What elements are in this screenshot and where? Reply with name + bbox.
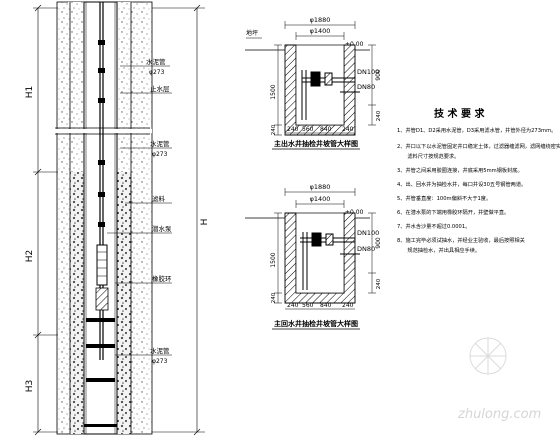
label-h3: H3 — [25, 380, 35, 393]
gravel-filter-right — [117, 172, 131, 434]
label-h: H — [200, 219, 210, 226]
callout-leaders — [107, 65, 172, 356]
detail-top-dim-900: 900 — [375, 69, 382, 81]
detail-bottom: φ1880 φ1400 ±0.00 DN100 DN80 1500 240 90… — [245, 183, 382, 330]
detail-bottom-dim-900: 900 — [375, 237, 382, 249]
detail-bottom-dim-bottom-3: 240 — [342, 302, 354, 309]
callout-seal: 止水层 — [150, 84, 170, 93]
detail-bottom-pipe-2: DN80 — [357, 245, 375, 253]
label-h2: H2 — [25, 250, 35, 263]
gravel-filter-left — [70, 172, 84, 434]
detail-bottom-dim-inner: φ1400 — [310, 195, 331, 203]
dimension-chain-left — [33, 4, 58, 436]
tech-item-7: 7、井水含沙量不超过0.0001。 — [397, 222, 470, 230]
label-h1: H1 — [25, 86, 35, 99]
callout-pipe-mid: 水泥管 — [150, 139, 170, 148]
callout-pipe-top: 水泥管 — [146, 57, 166, 66]
submersible-pump — [96, 244, 108, 286]
callout-filter: 滤料 — [152, 194, 166, 203]
detail-bottom-dim-240-side: 240 — [271, 292, 277, 303]
dimension-h-right — [152, 4, 205, 436]
detail-top-pavement: 地坪 — [246, 29, 258, 37]
detail-bottom-caption: 主回水井抽检井坡管大样图 — [274, 319, 358, 328]
callout-rubber: 橡胶环 — [152, 274, 172, 283]
detail-top-dim-bottom-3: 240 — [342, 126, 354, 133]
tech-item-8: 8、施工完毕必须试抽水，并经业主验收，最后按照相关 — [397, 236, 525, 244]
detail-top-pipes — [301, 70, 360, 120]
tech-item-0: 1、井管D1、D2采用水泥管，D3采用滤水管，井管外径为273mm。 — [397, 126, 556, 134]
detail-top-dim-inner: φ1400 — [310, 27, 331, 35]
detail-bottom-dim-outer: φ1880 — [310, 183, 331, 191]
detail-top-dim-bottom-2: 840 — [320, 126, 332, 133]
watermark-text: zhulong.com — [457, 407, 541, 422]
detail-top-pipe-2: DN80 — [357, 83, 375, 91]
tech-title: 技 术 要 求 — [434, 107, 485, 120]
rubber-rings — [86, 318, 115, 382]
watermark: zhulong.com — [457, 337, 541, 422]
tech-item-9: 规范抽检水，并出具相应手续。 — [397, 246, 480, 254]
tech-item-5: 5、井管垂直度：100m偏斜不大于1度。 — [397, 194, 491, 202]
detail-bottom-dim-1500: 1500 — [270, 252, 277, 267]
detail-bottom-dim-bottom-1: 560 — [302, 302, 314, 309]
tech-item-3: 3、井管之间采用胶圈连接，井底采用5mm钢板封底。 — [397, 166, 523, 174]
detail-bottom-elev: ±0.00 — [345, 209, 364, 216]
callout-pump: 潜水泵 — [152, 224, 172, 233]
tech-item-4: 4、出、回水井为抽检水井，每口井设30五号钢管两道。 — [397, 180, 526, 188]
tech-requirements: 技 术 要 求 1、井管D1、D2采用水泥管，D3采用滤水管，井管外径为273m… — [397, 107, 560, 254]
well-section: H1 H2 H3 H 水泥管 φ273 止水层 水泥管 φ273 滤料 潜水泵 — [25, 1, 210, 436]
detail-bottom-pipe-1: DN100 — [357, 229, 379, 237]
detail-top-dim-1500: 1500 — [270, 84, 277, 99]
detail-top-caption: 主出水井抽检井坡管大样图 — [274, 139, 358, 148]
detail-top-dim-outer: φ1880 — [310, 16, 331, 24]
callout-pipe-top-dim: φ273 — [149, 69, 165, 76]
tech-item-2: 滤料尺寸按规范要求。 — [397, 152, 459, 160]
tech-item-1: 2、井口以下以水泥管固定井口稳定土体，过滤器缠滤网，滤网缠绕密实， — [397, 142, 560, 150]
pipe-couplings — [98, 40, 105, 227]
detail-bottom-dim-240-right: 240 — [376, 278, 382, 289]
detail-top-dim-240-side: 240 — [271, 124, 277, 135]
detail-top-elev: ±0.00 — [345, 41, 364, 48]
callout-pipe-bottom-dim: φ273 — [152, 358, 168, 365]
detail-top-dim-bottom-1: 560 — [302, 126, 314, 133]
callout-pipe-bottom: 水泥管 — [150, 346, 170, 355]
detail-top-pipe-1: DN100 — [357, 68, 379, 76]
detail-bottom-dim-bottom-2: 840 — [320, 302, 332, 309]
detail-top-dim-bottom-0: 240 — [287, 126, 299, 133]
detail-bottom-pipes — [300, 232, 360, 290]
detail-bottom-dim-bottom-0: 240 — [287, 302, 299, 309]
tech-item-6: 6、在潜水泵的下端用橡胶环隔开，井壁做平直。 — [397, 208, 509, 216]
detail-top-dim-240-right: 240 — [376, 110, 382, 121]
callout-pipe-mid-dim: φ273 — [152, 151, 168, 158]
detail-top: 地坪 φ1880 φ1400 ±0.00 DN100 DN80 — [245, 16, 382, 150]
watermark-logo — [469, 337, 507, 375]
bottom-plate — [84, 424, 117, 427]
